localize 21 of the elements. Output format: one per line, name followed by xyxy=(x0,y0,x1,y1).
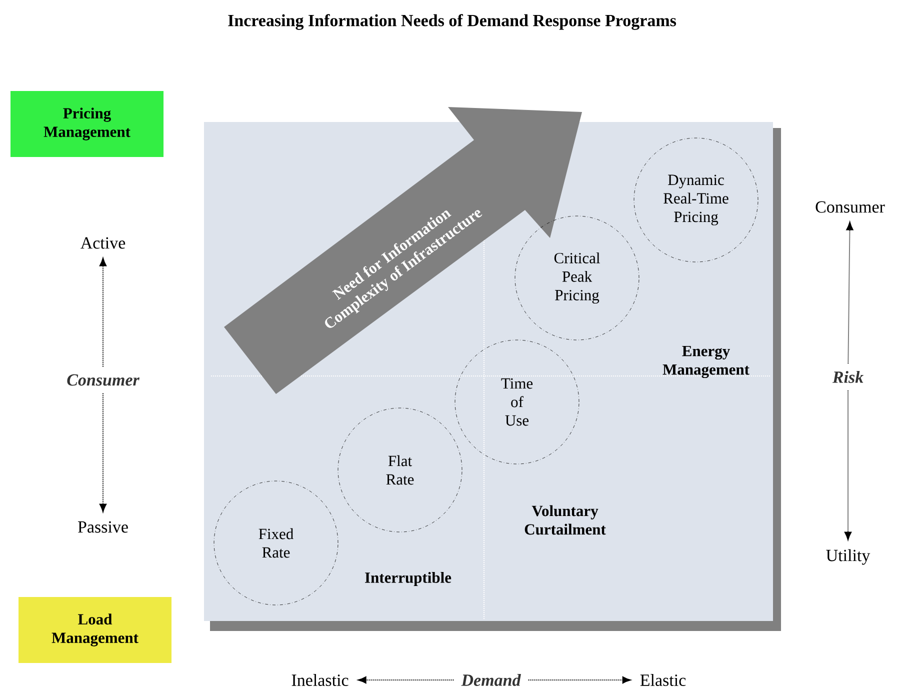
arrow xyxy=(528,676,631,684)
axis-end-label: Passive xyxy=(78,521,128,533)
quadrant-label: Interruptible xyxy=(365,572,452,586)
title: Increasing Information Needs of Demand Response Programs xyxy=(228,14,676,30)
axis-title: Demand xyxy=(461,674,521,686)
axis-title: Risk xyxy=(832,371,864,383)
axis-end-label: Inelastic xyxy=(292,674,348,686)
axis-end-label: Active xyxy=(80,237,126,249)
axis-end-label: Elastic xyxy=(640,674,686,686)
axis-end-label: Utility xyxy=(826,549,870,565)
arrow xyxy=(846,222,854,364)
category-box: Load Management xyxy=(18,597,172,663)
arrow xyxy=(99,392,107,512)
axis-title: Consumer xyxy=(67,374,140,386)
arrow xyxy=(844,390,852,540)
quadrant-label: Energy Management xyxy=(662,346,750,378)
arrow xyxy=(99,258,107,368)
quadrant-label: Voluntary Curtailment xyxy=(524,505,606,535)
axis-end-label: Consumer xyxy=(816,201,885,213)
category-box: Pricing Management xyxy=(10,91,164,157)
arrow xyxy=(358,676,454,684)
